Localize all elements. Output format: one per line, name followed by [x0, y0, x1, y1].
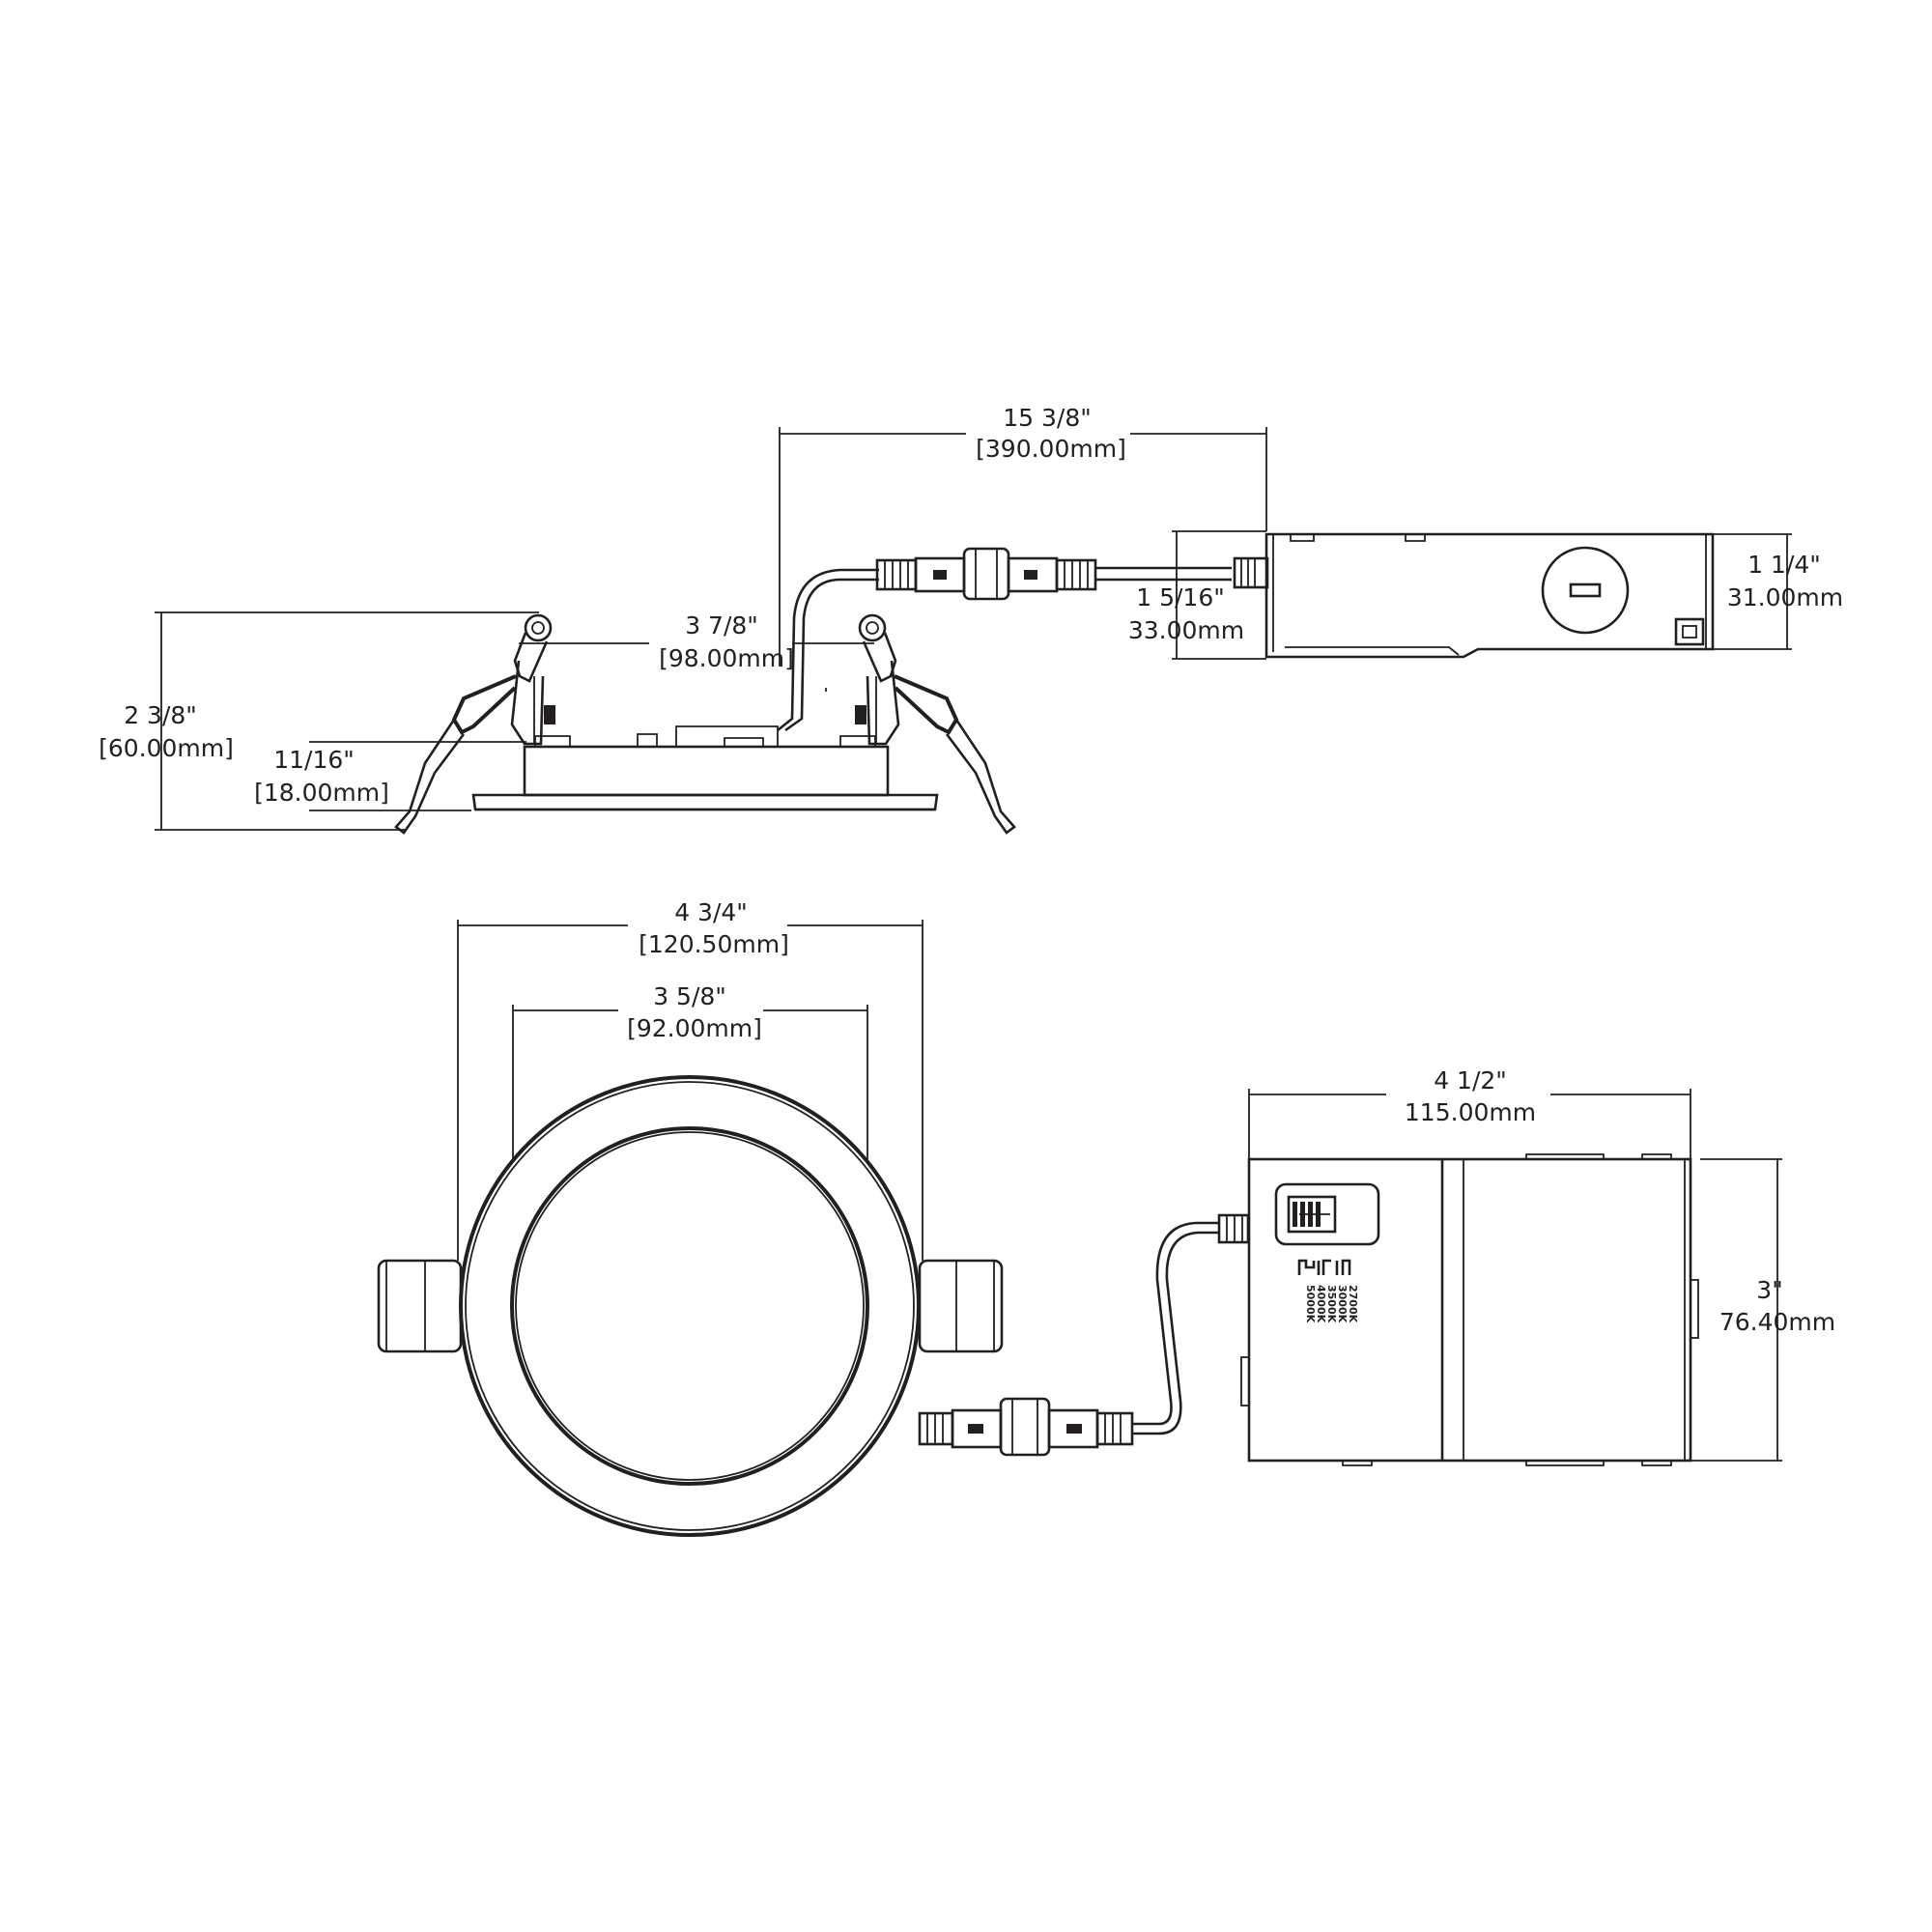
- cct-option-2700k: 2700K: [1347, 1285, 1359, 1323]
- overall-height-metric: [60.00mm]: [99, 734, 234, 762]
- side-view: 15 3/8" [390.00mm] 3 7/8" [98.00mm] 2 3/…: [99, 404, 1843, 835]
- junction-box-height-a-imperial: 1 5/16": [1136, 583, 1225, 611]
- cct-option-5000k: 5000K: [1304, 1285, 1317, 1323]
- dimension-junction-box-height-a: 1 5/16" 33.00mm: [1128, 530, 1266, 660]
- dimension-junction-box-width: 3" 76.40mm: [1690, 1158, 1835, 1462]
- downlight-housing: [471, 688, 939, 811]
- overall-height-imperial: 2 3/8": [124, 701, 197, 729]
- dimension-overall-height: 2 3/8" [60.00mm]: [99, 611, 539, 831]
- top-right-clip: [918, 1259, 1004, 1353]
- junction-box-length-imperial: 4 1/2": [1434, 1066, 1507, 1094]
- junction-box-height-a-metric: 33.00mm: [1128, 616, 1244, 644]
- housing-height-imperial: 11/16": [273, 746, 355, 774]
- junction-box-length-metric: 115.00mm: [1405, 1098, 1536, 1126]
- dimension-junction-box-height-b: 1 1/4" 31.00mm: [1713, 533, 1843, 650]
- dimension-cable-length: 15 3/8" [390.00mm]: [779, 404, 1267, 667]
- junction-box-width-metric: 76.40mm: [1719, 1308, 1835, 1336]
- dimension-junction-box-length: 4 1/2" 115.00mm: [1248, 1066, 1691, 1159]
- trim-rings: [459, 1075, 921, 1537]
- junction-box-height-b-imperial: 1 1/4": [1747, 551, 1821, 579]
- trim-diameter-imperial: 4 3/4": [674, 898, 748, 926]
- dimension-housing-height: 11/16" [18.00mm]: [254, 741, 526, 811]
- cct-option-3000k: 3000K: [1336, 1285, 1349, 1323]
- dimension-trim-diameter: 4 3/4" [120.50mm]: [457, 898, 923, 1261]
- cable-length-imperial: 15 3/8": [1003, 404, 1092, 432]
- side-cable: [777, 568, 879, 732]
- left-spring-clip: [394, 613, 555, 835]
- side-junction-box: [1233, 532, 1715, 659]
- dimension-frame-width: 3 7/8" [98.00mm]: [519, 611, 874, 672]
- frame-width-metric: [98.00mm]: [659, 644, 794, 672]
- cutout-diameter-imperial: 3 5/8": [653, 982, 726, 1010]
- right-spring-clip: [855, 613, 1016, 835]
- junction-box-width-imperial: 3": [1756, 1276, 1782, 1304]
- cutout-diameter-metric: [92.00mm]: [627, 1014, 762, 1042]
- top-inline-connector: [918, 1213, 1250, 1457]
- junction-box-height-b-metric: 31.00mm: [1727, 583, 1843, 611]
- frame-width-imperial: 3 7/8": [685, 611, 758, 639]
- cable-length-metric: [390.00mm]: [976, 435, 1126, 463]
- top-view: 4 3/4" [120.50mm] 3 5/8" [92.00mm]: [377, 898, 1835, 1537]
- cct-option-4000k: 4000K: [1315, 1285, 1327, 1323]
- cct-selector-switch: 5000K 4000K 3500K 3000K 2700K: [1274, 1182, 1380, 1323]
- top-left-clip: [377, 1259, 463, 1353]
- cct-option-3500k: 3500K: [1325, 1285, 1338, 1323]
- cct-options-list: 5000K 4000K 3500K 3000K 2700K: [1304, 1285, 1359, 1323]
- top-junction-box: [1240, 1153, 1699, 1466]
- side-inline-connector: [875, 547, 1232, 601]
- housing-height-metric: [18.00mm]: [254, 779, 389, 807]
- trim-diameter-metric: [120.50mm]: [639, 930, 789, 958]
